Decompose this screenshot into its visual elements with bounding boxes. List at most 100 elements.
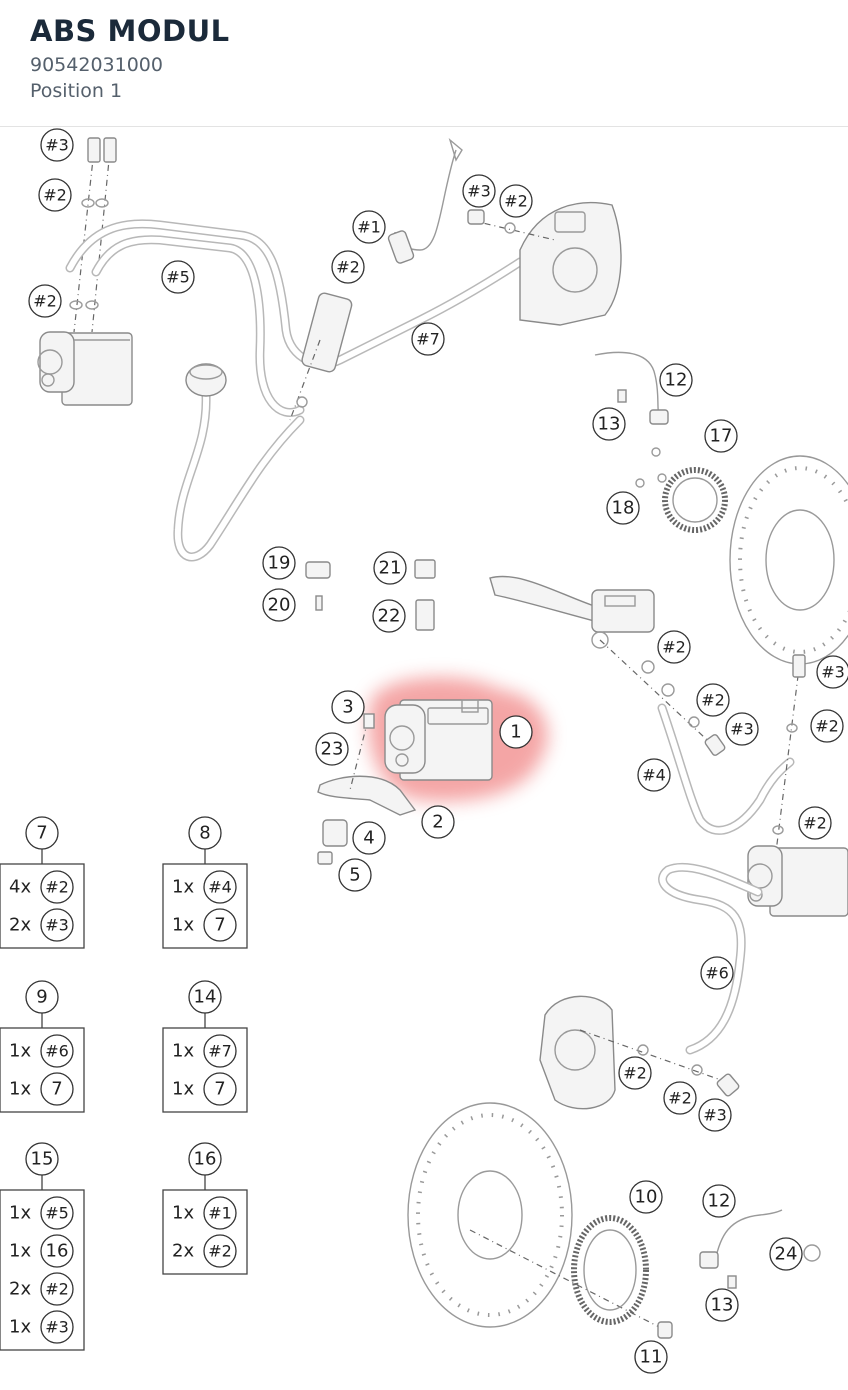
callout-17[interactable]: 17 xyxy=(704,419,738,453)
callout-ref-7[interactable]: #7 xyxy=(411,322,445,356)
callout-ref-3-circle xyxy=(698,1098,732,1132)
callout-ref-2[interactable]: #2 xyxy=(618,1056,652,1090)
callout-12[interactable]: 12 xyxy=(659,363,693,397)
callout-12-circle xyxy=(702,1184,736,1218)
kit-row-qty: 1x xyxy=(9,1317,31,1338)
kit-row-ref-ref-2[interactable]: #2 xyxy=(203,1234,237,1268)
kit-row-qty: 1x xyxy=(9,1079,31,1100)
kit-row-ref-7[interactable]: 7 xyxy=(203,908,237,942)
callout-ref-2[interactable]: #2 xyxy=(810,709,844,743)
kit-row-ref-16[interactable]: 16 xyxy=(40,1234,74,1268)
callout-ref-2[interactable]: #2 xyxy=(331,250,365,284)
kit-row-ref-ref-2-label: #2 xyxy=(45,878,69,897)
callout-21-label: 21 xyxy=(379,558,402,579)
abs-module[interactable] xyxy=(384,699,493,781)
callout-17-circle xyxy=(704,419,738,453)
callout-ref-3-circle xyxy=(40,128,74,162)
kit-number-7-circle xyxy=(25,816,59,850)
kit-row-ref-7[interactable]: 7 xyxy=(40,1072,74,1106)
callout-22[interactable]: 22 xyxy=(372,599,406,633)
callout-13-label: 13 xyxy=(711,1295,734,1316)
callout-ref-3[interactable]: #3 xyxy=(40,128,74,162)
kit-number-16-label: 16 xyxy=(194,1149,217,1170)
kit-row-ref-ref-3-circle xyxy=(40,1310,74,1344)
callout-ref-2[interactable]: #2 xyxy=(657,630,691,664)
kit-row-ref-7-label: 7 xyxy=(51,1079,62,1100)
callout-ref-2-label: #2 xyxy=(33,292,57,311)
callout-1[interactable]: 1 xyxy=(499,715,533,749)
kit-row-ref-7-circle xyxy=(203,1072,237,1106)
callout-ref-6[interactable]: #6 xyxy=(700,956,734,990)
callout-ref-2[interactable]: #2 xyxy=(28,284,62,318)
callout-4[interactable]: 4 xyxy=(352,821,386,855)
callout-11[interactable]: 11 xyxy=(634,1340,668,1374)
kit-row-ref-ref-6[interactable]: #6 xyxy=(40,1034,74,1068)
callout-19[interactable]: 19 xyxy=(262,546,296,580)
part-number: 90542031000 xyxy=(30,54,163,76)
callout-17-label: 17 xyxy=(710,426,733,447)
callout-24[interactable]: 24 xyxy=(769,1237,803,1271)
kit-number-8[interactable]: 8 xyxy=(188,816,222,850)
kit-number-14[interactable]: 14 xyxy=(188,980,222,1014)
callout-ref-4[interactable]: #4 xyxy=(637,758,671,792)
callout-12[interactable]: 12 xyxy=(702,1184,736,1218)
callout-ref-2-label: #2 xyxy=(662,638,686,657)
kit-row-ref-ref-3[interactable]: #3 xyxy=(40,908,74,942)
kit-row-ref-ref-3[interactable]: #3 xyxy=(40,1310,74,1344)
callout-1-label: 1 xyxy=(510,722,521,743)
callout-ref-2[interactable]: #2 xyxy=(696,683,730,717)
callout-ref-2-circle xyxy=(657,630,691,664)
kit-row-ref-ref-4[interactable]: #4 xyxy=(203,870,237,904)
callout-4-label: 4 xyxy=(363,828,374,849)
kit-number-14-label: 14 xyxy=(194,987,217,1008)
callout-ref-7-circle xyxy=(411,322,445,356)
callout-13[interactable]: 13 xyxy=(592,407,626,441)
kit-row-ref-7-circle xyxy=(40,1072,74,1106)
kit-number-15-circle xyxy=(25,1142,59,1176)
kit-row-ref-7[interactable]: 7 xyxy=(203,1072,237,1106)
callout-ref-2-label: #2 xyxy=(623,1064,647,1083)
kit-number-15[interactable]: 15 xyxy=(25,1142,59,1176)
callout-ref-2[interactable]: #2 xyxy=(663,1081,697,1115)
kit-row-ref-ref-5[interactable]: #5 xyxy=(40,1196,74,1230)
kit-number-9[interactable]: 9 xyxy=(25,980,59,1014)
kit-row-ref-ref-2[interactable]: #2 xyxy=(40,870,74,904)
callout-ref-3[interactable]: #3 xyxy=(816,655,848,689)
page-header: ABS MODUL 90542031000 Position 1 xyxy=(0,0,848,127)
callout-5[interactable]: 5 xyxy=(338,858,372,892)
callout-13-label: 13 xyxy=(598,414,621,435)
callout-ref-2[interactable]: #2 xyxy=(38,178,72,212)
callout-ref-3[interactable]: #3 xyxy=(462,174,496,208)
callout-ref-3[interactable]: #3 xyxy=(698,1098,732,1132)
callout-ref-2[interactable]: #2 xyxy=(798,806,832,840)
callout-21[interactable]: 21 xyxy=(373,551,407,585)
callout-10[interactable]: 10 xyxy=(629,1180,663,1214)
callout-ref-1[interactable]: #1 xyxy=(352,210,386,244)
callout-ref-3[interactable]: #3 xyxy=(725,712,759,746)
kit-number-9-circle xyxy=(25,980,59,1014)
callout-18[interactable]: 18 xyxy=(606,491,640,525)
kit-row-ref-ref-5-label: #5 xyxy=(45,1204,69,1223)
callout-20[interactable]: 20 xyxy=(262,588,296,622)
callout-21-circle xyxy=(373,551,407,585)
kit-number-7[interactable]: 7 xyxy=(25,816,59,850)
callout-23[interactable]: 23 xyxy=(315,732,349,766)
kit-number-16[interactable]: 16 xyxy=(188,1142,222,1176)
kit-row-ref-ref-1-circle xyxy=(203,1196,237,1230)
callout-1-circle xyxy=(499,715,533,749)
callout-ref-2[interactable]: #2 xyxy=(499,184,533,218)
callout-3[interactable]: 3 xyxy=(331,690,365,724)
callout-13[interactable]: 13 xyxy=(705,1288,739,1322)
callout-12-circle xyxy=(659,363,693,397)
kit-row-ref-ref-3-circle xyxy=(40,908,74,942)
kit-row-qty: 1x xyxy=(9,1241,31,1262)
callout-5-label: 5 xyxy=(349,865,360,886)
kit-row-ref-ref-1[interactable]: #1 xyxy=(203,1196,237,1230)
abs-unit-right xyxy=(747,845,848,917)
callout-ref-5[interactable]: #5 xyxy=(161,260,195,294)
kit-row-ref-ref-2[interactable]: #2 xyxy=(40,1272,74,1306)
kit-row-ref-ref-7[interactable]: #7 xyxy=(203,1034,237,1068)
callout-2[interactable]: 2 xyxy=(421,805,455,839)
